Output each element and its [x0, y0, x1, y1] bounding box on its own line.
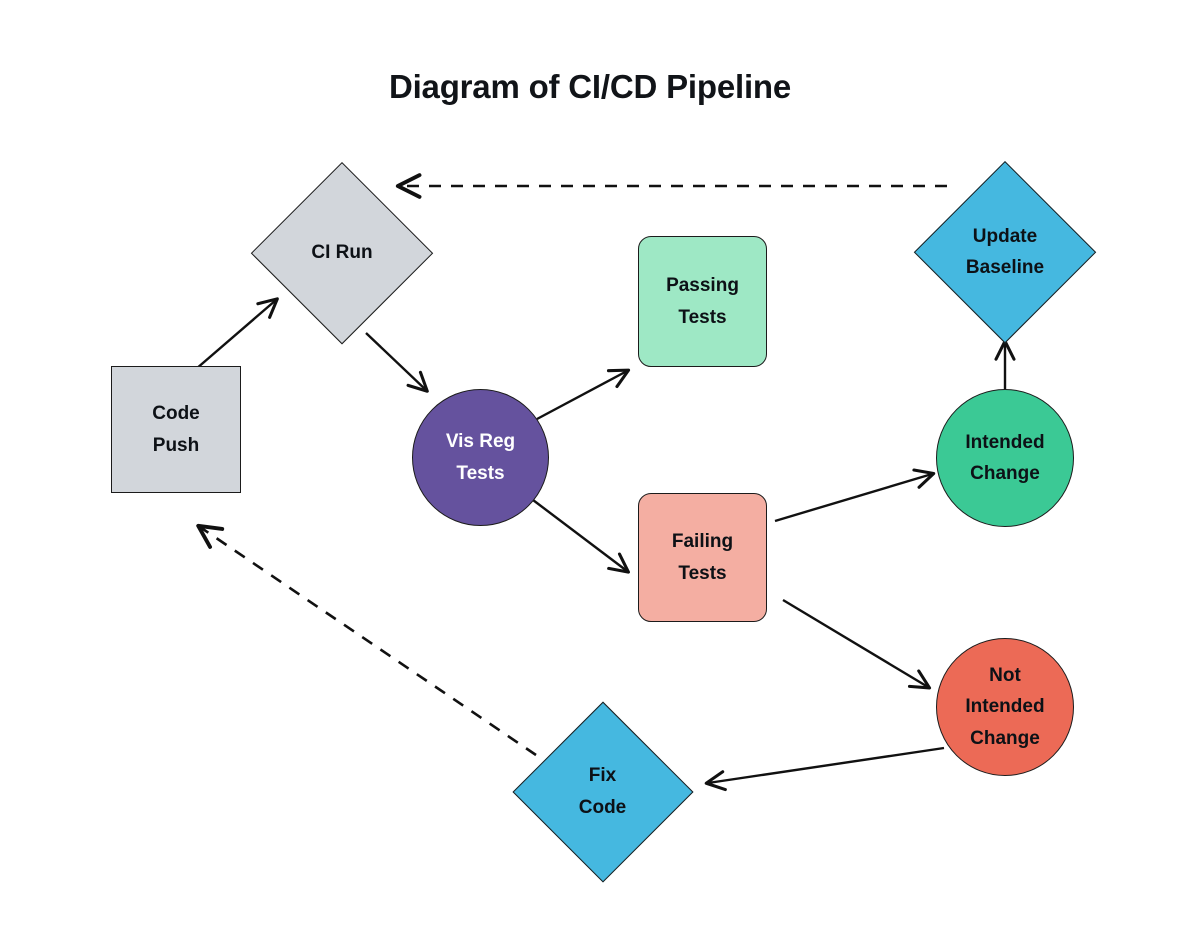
node-passing-tests-label: Passing Tests	[666, 275, 739, 328]
node-vis-reg-tests[interactable]: Vis Reg Tests	[412, 389, 549, 526]
node-passing-tests[interactable]: Passing Tests	[638, 236, 767, 367]
edge-not-intended-change-to-fix-code	[704, 746, 945, 792]
edge-vis-reg-to-failing-tests	[532, 499, 630, 574]
node-fix-code[interactable]: Fix Code	[512, 701, 693, 882]
edge-vis-reg-to-passing-tests	[536, 368, 631, 421]
fix-code-diamond-shape	[512, 701, 693, 882]
node-failing-tests[interactable]: Failing Tests	[638, 493, 767, 622]
node-not-intended-change[interactable]: Not Intended Change	[936, 638, 1074, 776]
node-failing-tests-label: Failing Tests	[671, 531, 734, 584]
node-vis-reg-tests-label: Vis Reg Tests	[445, 431, 516, 484]
node-code-push[interactable]: Code Push	[111, 366, 241, 493]
node-intended-change-label: Intended Change	[965, 431, 1045, 484]
node-intended-change[interactable]: Intended Change	[936, 389, 1074, 527]
edge-failing-tests-to-not-intended-change	[782, 598, 932, 690]
edge-failing-tests-to-intended-change	[774, 468, 936, 523]
node-ci-run[interactable]: CI Run	[251, 162, 433, 344]
edge-fix-code-to-code-push-dashed	[196, 523, 537, 757]
node-code-push-label: Code Push	[152, 403, 200, 456]
ci-run-diamond-shape	[251, 162, 433, 344]
page-title: Diagram of CI/CD Pipeline	[388, 68, 792, 105]
update-baseline-diamond-shape	[914, 161, 1096, 343]
node-not-intended-change-label: Not Intended Change	[965, 664, 1045, 749]
node-update-baseline[interactable]: Update Baseline	[914, 161, 1096, 343]
